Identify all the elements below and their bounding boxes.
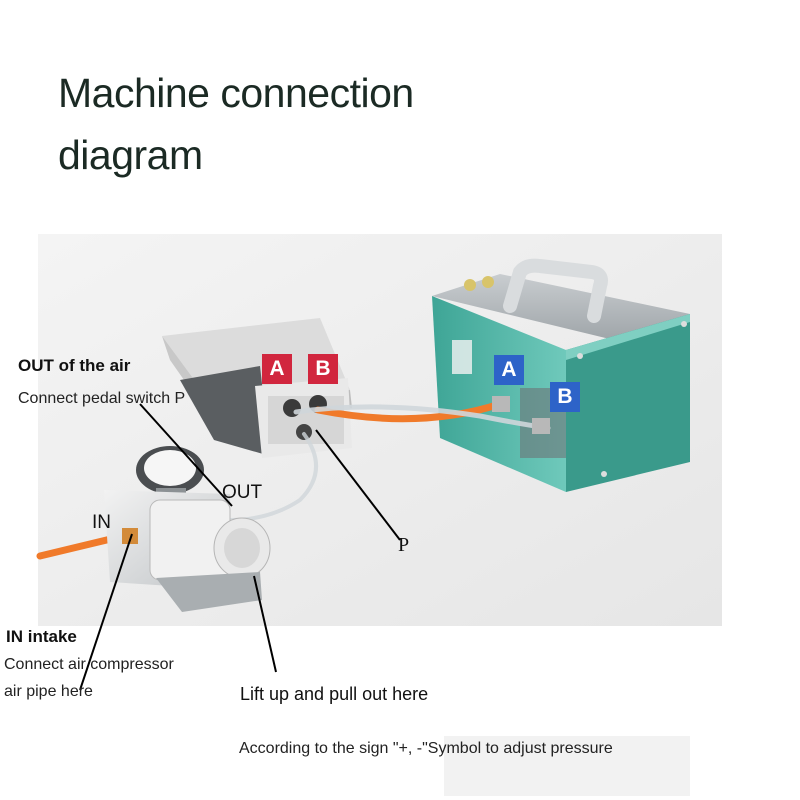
machine-port-b-label: B bbox=[550, 382, 580, 412]
in-port-label: IN bbox=[92, 512, 111, 533]
title-line-2: diagram bbox=[58, 132, 203, 178]
pedal-port-a-label: A bbox=[262, 354, 292, 384]
pressure-adjust-note: According to the sign "+, -"Symbol to ad… bbox=[239, 740, 613, 757]
callout-lines bbox=[79, 403, 401, 691]
out-air-heading: OUT of the air bbox=[18, 356, 131, 375]
out-air-description: Connect pedal switch P bbox=[18, 390, 186, 407]
page-title: Machine connection diagram bbox=[58, 62, 414, 186]
in-intake-description-line-2: air pipe here bbox=[4, 683, 93, 700]
title-line-1: Machine connection bbox=[58, 70, 414, 116]
pedal-port-b-label: B bbox=[308, 354, 338, 384]
out-port-label: OUT bbox=[222, 482, 263, 503]
p-port-label: P bbox=[398, 534, 410, 556]
in-intake-heading: IN intake bbox=[6, 627, 77, 646]
machine-box bbox=[432, 258, 690, 492]
in-intake-description-line-1: Connect air compressor bbox=[4, 656, 174, 673]
machine-fittings bbox=[492, 396, 550, 434]
pressure-note-backdrop bbox=[444, 736, 690, 796]
filter-regulator bbox=[104, 446, 271, 612]
pedal-switch bbox=[162, 318, 352, 458]
lift-pull-note: Lift up and pull out here bbox=[240, 684, 429, 704]
machine-port-a-label: A bbox=[494, 355, 524, 385]
